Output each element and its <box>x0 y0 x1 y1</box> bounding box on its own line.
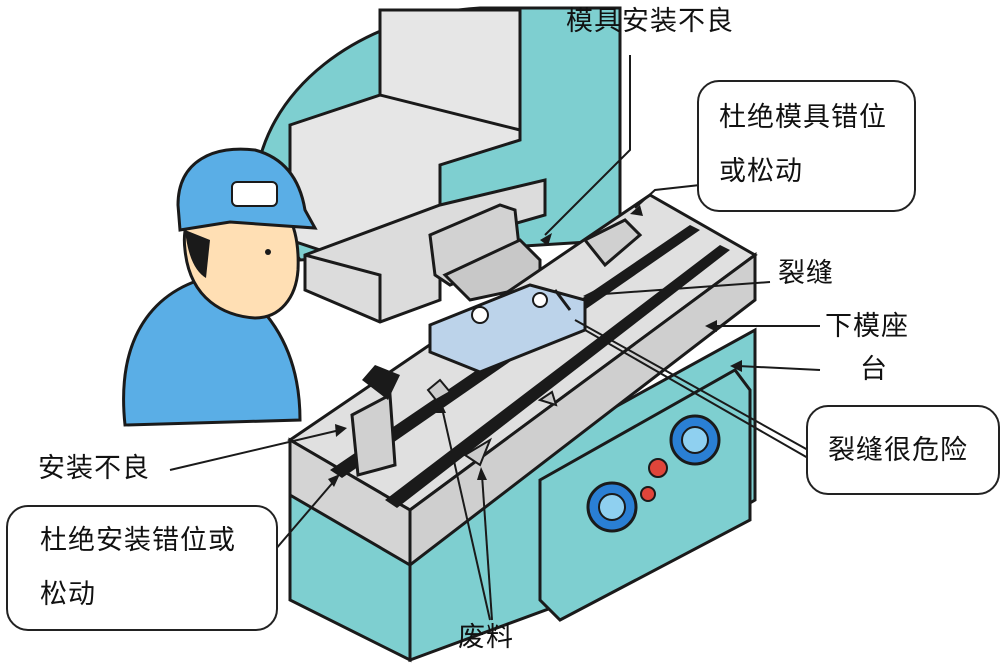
scrap-piece-2 <box>463 437 493 467</box>
leader-crack-danger-2 <box>584 329 809 459</box>
leader-scrap-2 <box>481 474 493 621</box>
bubble-line: 或松动 <box>719 156 803 187</box>
lower-die-seat-side <box>408 252 757 569</box>
leader-prevent-install-misalign <box>274 479 336 551</box>
bubble-prevent-install-misalign: 杜绝安装错位或 松动 <box>6 505 278 631</box>
leader-die-install-bad <box>544 55 631 236</box>
label-table: 台 <box>860 354 888 385</box>
leader-crack-danger-1 <box>574 319 809 451</box>
t-slot-2 <box>385 245 730 508</box>
bubble-line: 松动 <box>40 579 96 610</box>
bubble-line: 杜绝安装错位或 <box>40 525 236 556</box>
scrap-piece-1 <box>426 378 452 402</box>
label-lower-die-seat: 下模座 <box>825 311 909 342</box>
label-crack: 裂缝 <box>778 258 834 289</box>
bubble-line: 杜绝模具错位 <box>719 102 887 133</box>
leader-prevent-die-misalign <box>634 184 701 209</box>
bubble-prevent-die-misalign: 杜绝模具错位 或松动 <box>697 80 916 212</box>
worker-hair <box>185 230 210 278</box>
clamp-left <box>350 392 397 477</box>
leader-table <box>737 365 821 371</box>
scrap-piece-3 <box>537 390 558 407</box>
worker-eye <box>265 249 271 255</box>
clamp-left-arm <box>362 365 400 400</box>
leader-scrap-1 <box>441 407 491 621</box>
leader-install-bad-left <box>169 429 341 471</box>
panel-button-red-lower <box>640 486 656 502</box>
label-scrap: 废料 <box>458 622 514 653</box>
panel-button-red-upper <box>648 458 668 478</box>
worker-cap-badge <box>231 181 278 207</box>
die-hole <box>471 306 489 324</box>
leader-crack <box>589 281 771 296</box>
clamp-right <box>582 218 643 268</box>
bubble-crack-danger: 裂缝很危险 <box>806 405 1000 495</box>
label-install-bad: 安装不良 <box>38 453 150 484</box>
crack-line <box>553 289 572 311</box>
label-die-install-bad: 模具安装不良 <box>566 6 734 37</box>
bubble-line: 裂缝很危险 <box>828 435 968 466</box>
